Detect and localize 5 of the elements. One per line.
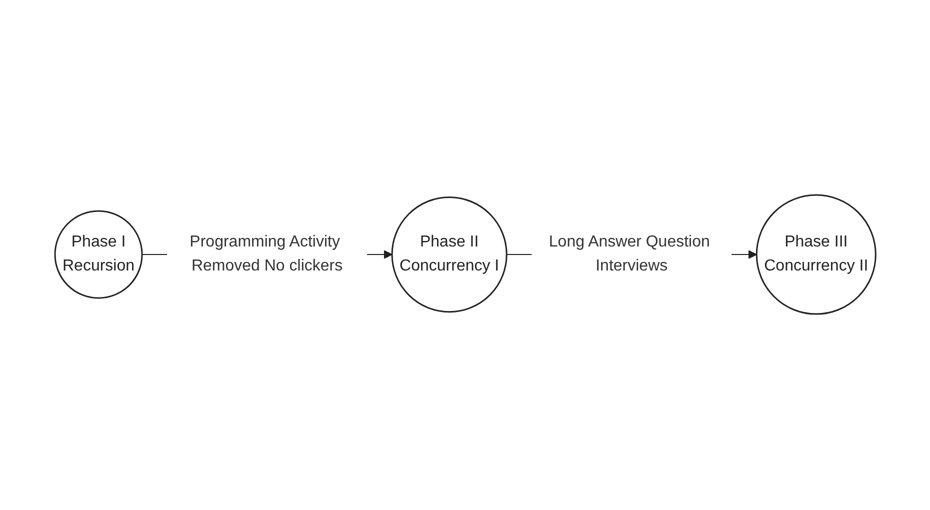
- edge-label: Programming Activity Removed No clickers: [189, 234, 342, 275]
- node-circle: Phase III Concurrency II: [756, 194, 876, 316]
- node-circle: Phase II Concurrency I: [390, 196, 508, 314]
- edge-label: Long Answer Question Interviews: [548, 234, 710, 275]
- node-circle: Phase I Recursion: [54, 210, 142, 300]
